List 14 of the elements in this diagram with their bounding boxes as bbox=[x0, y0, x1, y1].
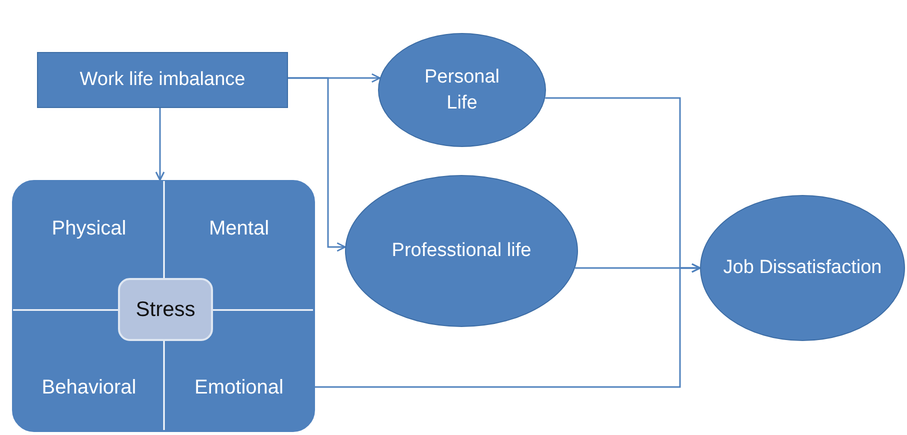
node-label: Professtional life bbox=[390, 239, 532, 264]
quadrant-label: Emotional bbox=[194, 376, 284, 400]
node-label: Stress bbox=[136, 296, 196, 322]
arrow bbox=[155, 108, 165, 181]
center-box bbox=[118, 278, 213, 341]
quadrant-label: Physical bbox=[52, 216, 126, 242]
process-box bbox=[37, 52, 288, 108]
node-label: Job Dissatisfaction bbox=[722, 256, 883, 280]
quadrant-label: Behavioral bbox=[42, 376, 136, 400]
quadrant-label: Mental bbox=[208, 216, 270, 242]
node-label: Personal Life bbox=[424, 65, 500, 115]
arrow bbox=[315, 263, 701, 388]
node-label: Work life imbalance bbox=[78, 68, 246, 92]
arrow bbox=[288, 77, 346, 252]
